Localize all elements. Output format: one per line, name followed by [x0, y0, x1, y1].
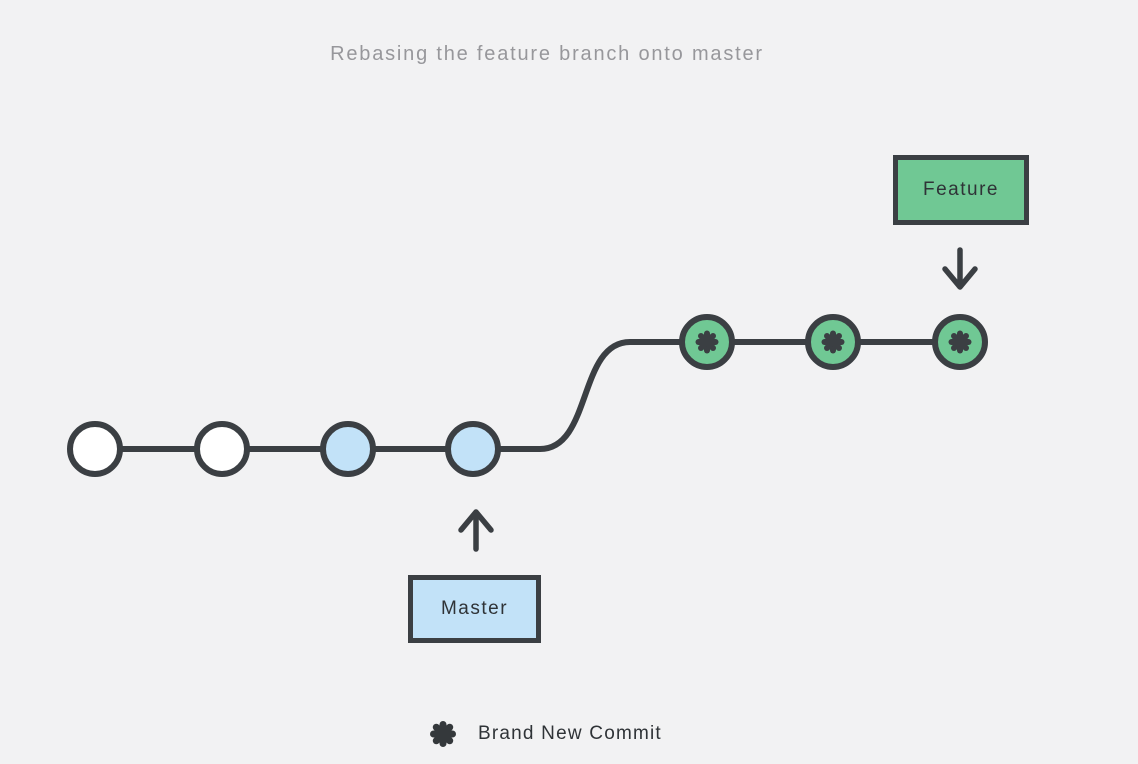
up-arrow-icon: [458, 509, 494, 552]
down-arrow-icon: [942, 247, 978, 290]
commit-node-master-2: [445, 421, 501, 477]
diagram-title: Rebasing the feature branch onto master: [330, 43, 764, 65]
feature-label-text: Feature: [923, 179, 999, 200]
new-commit-asterisk-icon: [430, 721, 456, 747]
master-label: Master: [408, 575, 541, 643]
commit-node-existing-1: [67, 421, 123, 477]
legend-label: Brand New Commit: [478, 723, 662, 744]
commit-node-master-1: [320, 421, 376, 477]
commit-node-existing-2: [194, 421, 250, 477]
master-label-text: Master: [440, 598, 509, 619]
legend: Brand New Commit: [429, 720, 662, 748]
new-commit-asterisk-icon: [948, 330, 972, 354]
new-commit-asterisk-icon: [821, 330, 845, 354]
branch-line: [95, 339, 960, 452]
feature-label: Feature: [893, 155, 1029, 225]
new-commit-asterisk-icon: [695, 330, 719, 354]
